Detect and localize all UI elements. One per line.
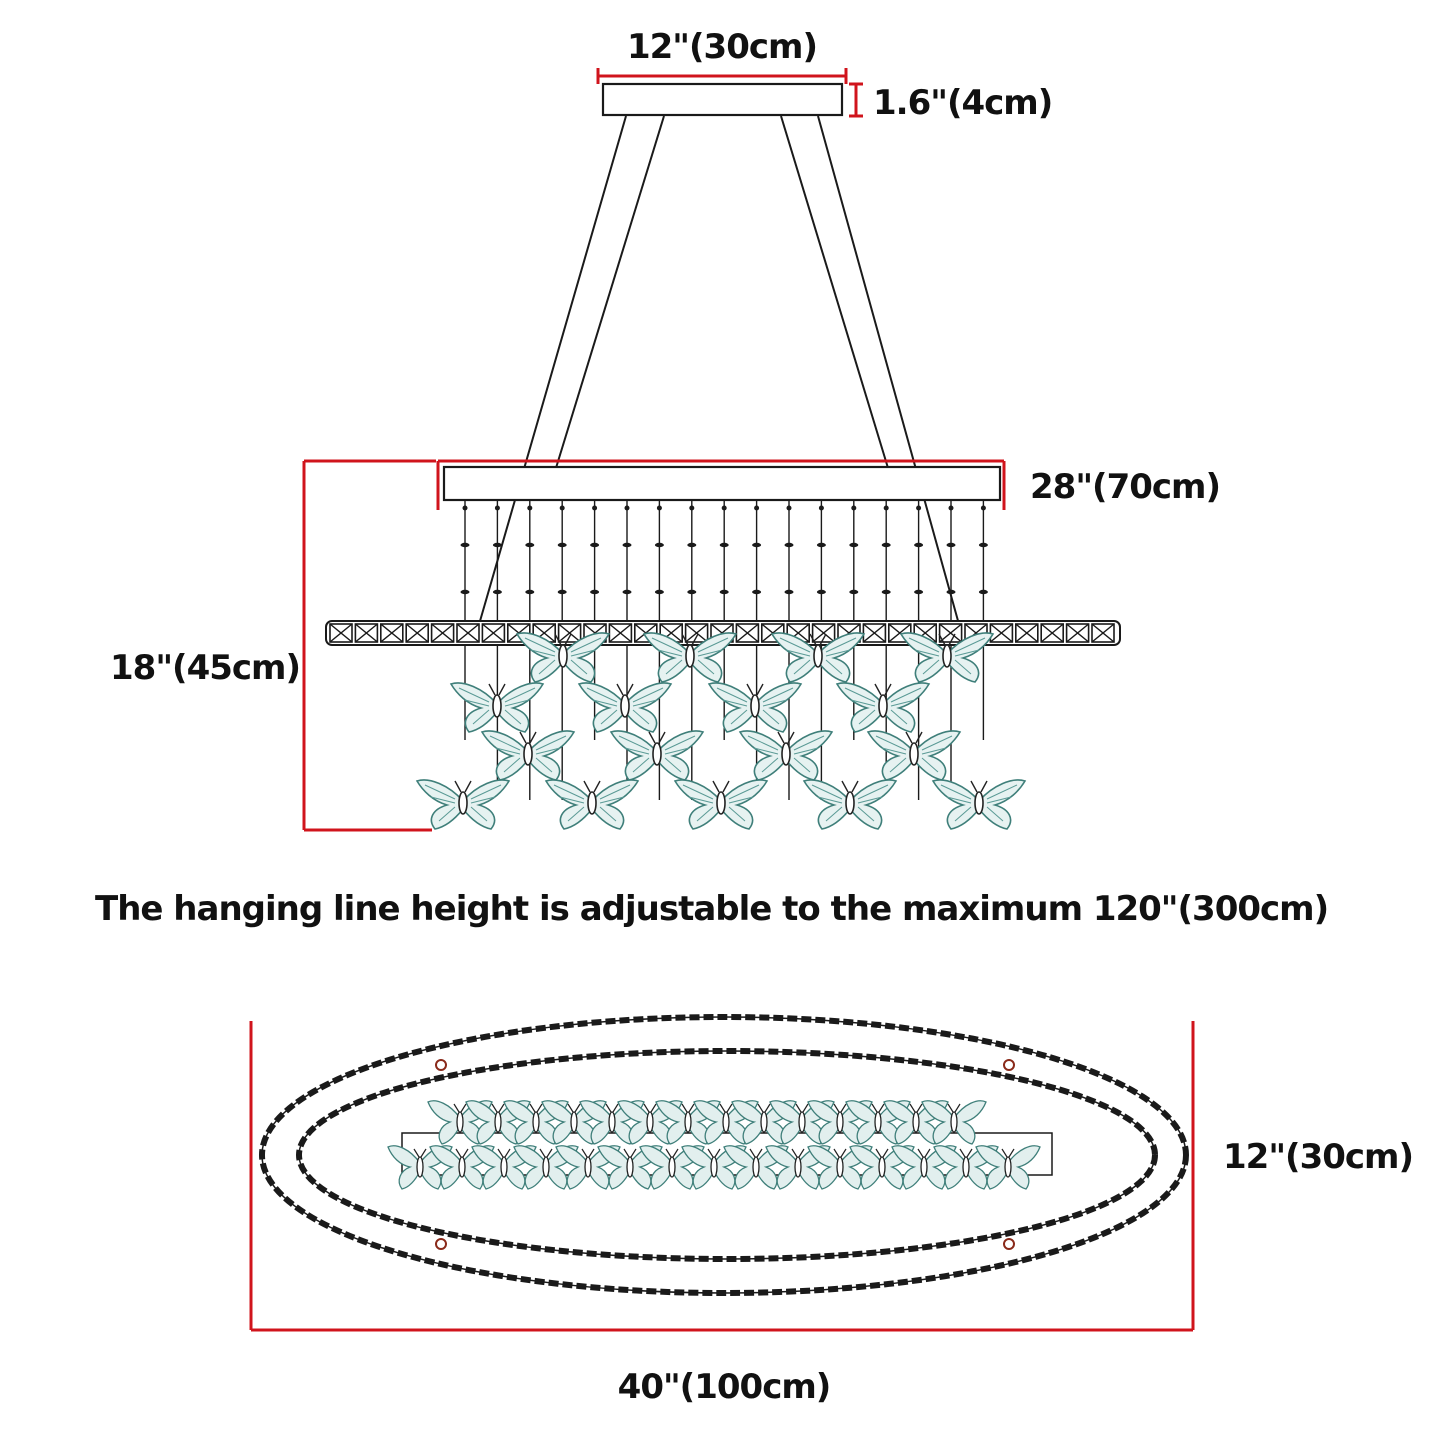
strand-hook (948, 505, 954, 511)
strand-hook (721, 505, 727, 511)
strand-hook (656, 505, 662, 511)
strand-bead (590, 589, 600, 595)
crystal-butterfly (481, 730, 575, 781)
canopy-width-dimension (596, 68, 848, 84)
strand-bead (557, 589, 567, 595)
strand-bead (978, 589, 988, 595)
strand-bead (914, 589, 924, 595)
crystal-butterfly (867, 730, 961, 781)
strand-hook (462, 505, 468, 511)
strand-bead (460, 542, 470, 548)
crystal-butterfly (932, 779, 1026, 830)
strand-bead (914, 542, 924, 548)
strand-bead (622, 589, 632, 595)
suspension-cables (477, 115, 961, 629)
strand-bead (881, 542, 891, 548)
strand-bead (719, 542, 729, 548)
strand-hook (818, 505, 824, 511)
strand-bead (784, 589, 794, 595)
strand-bead (946, 589, 956, 595)
strand-bead (622, 542, 632, 548)
strand-bead (849, 542, 859, 548)
strand-hook (786, 505, 792, 511)
strand-hook (592, 505, 598, 511)
strand-hook (624, 505, 630, 511)
strand-bead (719, 589, 729, 595)
crystal-butterfly (578, 682, 672, 733)
crystal-butterfly (610, 730, 704, 781)
strand-bead (849, 589, 859, 595)
strand-bead (557, 542, 567, 548)
crystal-butterflies (416, 632, 1026, 830)
fixture-height-dimension (302, 459, 436, 832)
strand-bead (687, 589, 697, 595)
strand-hook (559, 505, 565, 511)
fixture-frame-bar (442, 465, 1002, 502)
canopy-width-label: 12"(30cm) (627, 27, 817, 67)
crystal-butterfly (803, 779, 897, 830)
strand-bead (881, 589, 891, 595)
crystal-butterfly (545, 779, 639, 830)
crystal-butterfly (836, 682, 930, 733)
crystal-butterfly (674, 779, 768, 830)
strand-bead (590, 542, 600, 548)
strand-hook (980, 505, 986, 511)
crystal-butterfly (739, 730, 833, 781)
strand-hook (883, 505, 889, 511)
strand-bead (946, 542, 956, 548)
crystal-butterfly (416, 779, 510, 830)
strand-bead (654, 589, 664, 595)
strand-hook (527, 505, 533, 511)
strand-bead (784, 542, 794, 548)
strand-bead (525, 589, 535, 595)
oval-width-label: 40"(100cm) (618, 1367, 831, 1407)
strand-bead (460, 589, 470, 595)
strand-hook (754, 505, 760, 511)
crystal-butterfly (708, 682, 802, 733)
strand-hook (689, 505, 695, 511)
strand-bead (978, 542, 988, 548)
fixture-width-dimension (436, 459, 1006, 510)
strand-bead (492, 542, 502, 548)
ceiling-canopy (601, 82, 844, 117)
oval-depth-label: 12"(30cm) (1223, 1137, 1413, 1177)
hanging-line-note: The hanging line height is adjustable to… (95, 889, 1328, 929)
strand-bead (816, 589, 826, 595)
oval-width-dimension (249, 1021, 1195, 1332)
strand-bead (752, 542, 762, 548)
fixture-height-label: 18"(45cm) (110, 648, 300, 688)
strand-bead (687, 542, 697, 548)
canopy-height-dimension (849, 82, 863, 118)
strand-bead (525, 542, 535, 548)
strand-hook (851, 505, 857, 511)
strand-bead (752, 589, 762, 595)
strand-hook (916, 505, 922, 511)
strand-hook (494, 505, 500, 511)
fixture-width-label: 28"(70cm) (1030, 467, 1220, 507)
strand-bead (492, 589, 502, 595)
canopy-height-label: 1.6"(4cm) (873, 83, 1052, 123)
strand-bead (816, 542, 826, 548)
top-view-oval (259, 1014, 1189, 1296)
strand-bead (654, 542, 664, 548)
